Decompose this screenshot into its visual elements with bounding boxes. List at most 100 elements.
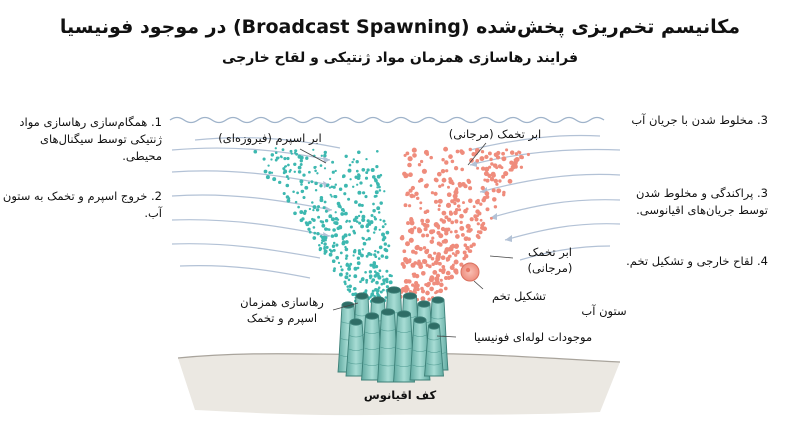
sperm-particle xyxy=(323,153,327,158)
egg-particle xyxy=(450,199,455,204)
egg-particle xyxy=(468,147,473,152)
egg-particle xyxy=(433,177,438,182)
sperm-particle xyxy=(352,185,355,188)
egg-particle xyxy=(414,191,419,197)
egg-particle xyxy=(408,237,414,243)
egg-particle xyxy=(450,159,455,164)
sperm-particle xyxy=(371,278,376,282)
egg-particle xyxy=(481,226,486,231)
sperm-particle xyxy=(332,228,336,232)
egg-particle xyxy=(426,281,431,286)
sperm-particle xyxy=(338,187,343,191)
sperm-particle xyxy=(283,165,287,168)
sperm-particle xyxy=(369,184,373,187)
sperm-particle xyxy=(292,190,295,193)
egg-particle xyxy=(450,243,456,249)
sperm-particle xyxy=(328,177,332,181)
egg-particle xyxy=(509,150,515,155)
egg-particle xyxy=(427,264,432,269)
sperm-particle xyxy=(253,149,258,154)
sperm-particle xyxy=(374,194,378,198)
egg-particle xyxy=(489,216,493,220)
sperm-particle xyxy=(355,169,359,173)
sperm-particle xyxy=(341,241,346,246)
egg-particle xyxy=(480,223,485,228)
sperm-particle xyxy=(361,277,365,281)
egg-particle xyxy=(469,217,474,222)
egg-particle xyxy=(436,241,441,246)
egg-particle xyxy=(487,173,492,178)
egg-particle xyxy=(435,256,441,262)
egg-particle xyxy=(453,197,458,202)
egg-particle xyxy=(423,183,429,189)
egg-particle xyxy=(446,192,452,198)
egg-particle xyxy=(437,208,441,211)
sperm-particle xyxy=(318,244,321,247)
tube-opening xyxy=(428,322,440,330)
egg-particle xyxy=(448,210,453,214)
sperm-particle xyxy=(332,185,336,189)
sperm-particle xyxy=(361,248,364,251)
sperm-particle xyxy=(297,205,300,209)
sperm-particle xyxy=(365,171,369,175)
egg-particle xyxy=(453,259,459,265)
sperm-particle xyxy=(375,288,380,293)
sperm-particle xyxy=(319,164,323,167)
tube-ring xyxy=(427,350,441,353)
tube-ring xyxy=(348,348,364,351)
egg-particle xyxy=(431,229,436,234)
egg-particle xyxy=(502,193,506,197)
sperm-particle xyxy=(366,168,370,172)
egg-particle xyxy=(449,230,453,234)
egg-particle xyxy=(476,166,480,170)
egg-particle xyxy=(443,286,448,291)
sperm-particle xyxy=(339,251,343,255)
sperm-particle xyxy=(280,156,283,159)
sperm-particle xyxy=(328,186,332,189)
sperm-particle xyxy=(353,266,358,271)
sperm-particle xyxy=(297,170,302,174)
sperm-particle xyxy=(281,148,285,152)
sperm-particle xyxy=(346,285,349,288)
tube-ring xyxy=(413,334,427,337)
egg-particle xyxy=(412,153,417,158)
sperm-particle xyxy=(328,248,332,252)
sperm-particle xyxy=(336,218,340,221)
sperm-particle xyxy=(319,184,323,188)
sperm-particle xyxy=(348,219,351,223)
sperm-particle xyxy=(338,272,343,277)
sperm-particle xyxy=(300,183,303,186)
sperm-particle xyxy=(372,209,376,213)
egg-particle xyxy=(440,169,446,174)
egg-particle xyxy=(438,184,442,189)
note-step4: 4. لقاح خارجی و تشکیل تخم. xyxy=(626,254,768,268)
sperm-particle xyxy=(384,222,387,226)
egg-particle xyxy=(433,199,439,204)
sperm-particle xyxy=(369,253,373,256)
sperm-particle xyxy=(320,154,323,157)
sperm-particle xyxy=(299,163,303,166)
egg-particle xyxy=(414,245,420,251)
tube-opening xyxy=(403,292,417,300)
egg-particle xyxy=(425,290,430,296)
sperm-particle xyxy=(369,263,373,267)
sperm-particle xyxy=(378,189,382,192)
sperm-particle xyxy=(376,250,380,254)
sperm-particle xyxy=(314,181,318,186)
sperm-particle xyxy=(299,210,304,215)
sperm-particle xyxy=(384,248,389,253)
egg-particle xyxy=(520,155,524,160)
egg-particle xyxy=(473,214,478,219)
sperm-particle xyxy=(287,197,291,200)
sperm-particle xyxy=(343,280,347,284)
sperm-particle xyxy=(345,220,348,223)
egg-particle xyxy=(489,177,495,182)
sperm-particle xyxy=(383,242,387,246)
sperm-particle xyxy=(304,185,309,190)
egg-particle xyxy=(419,262,423,266)
egg-particle xyxy=(490,162,494,166)
egg-particle xyxy=(501,174,506,179)
sperm-particle xyxy=(302,173,306,177)
sperm-particle xyxy=(356,256,361,260)
sperm-particle xyxy=(328,252,333,257)
